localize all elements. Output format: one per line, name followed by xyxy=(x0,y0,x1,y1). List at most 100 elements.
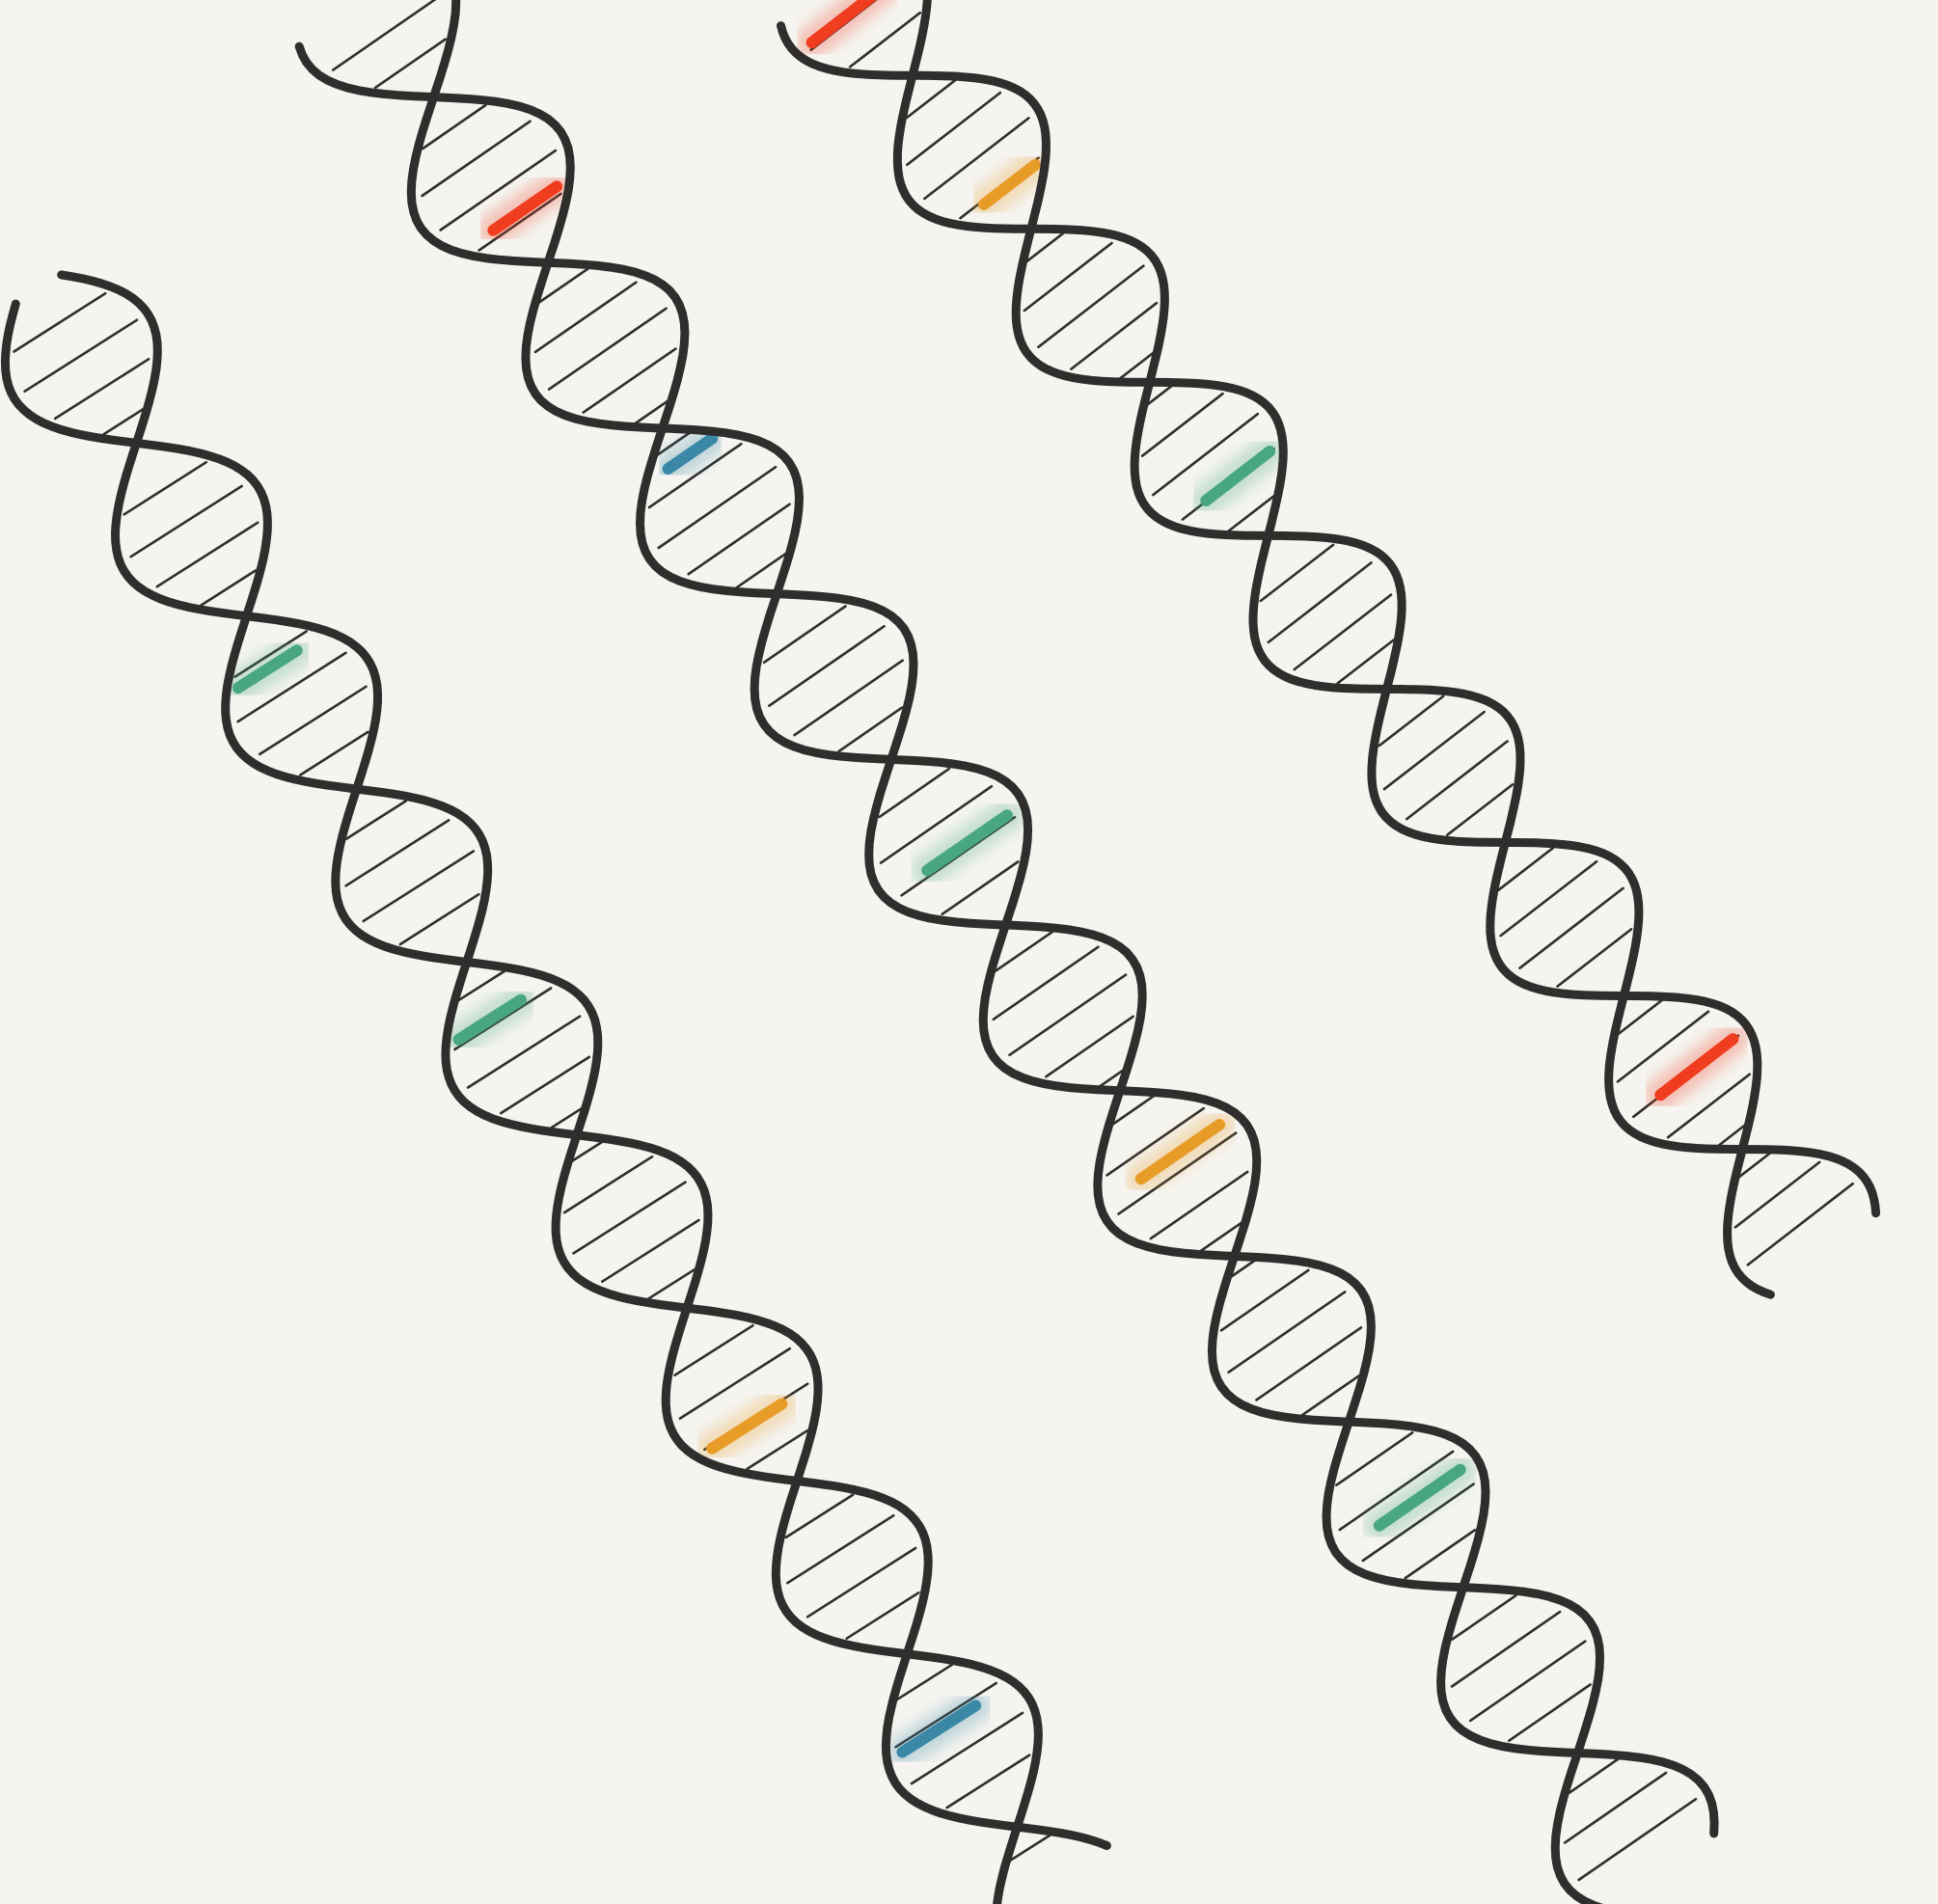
base-pair-rung xyxy=(1450,1610,1562,1688)
base-pair-rung xyxy=(1567,1757,1620,1795)
base-pair-rung xyxy=(1715,1123,1748,1149)
base-pair-rung xyxy=(1404,1529,1477,1580)
base-pair-rung xyxy=(845,1591,920,1640)
base-pair-rung xyxy=(1149,1170,1249,1240)
base-pair-rung xyxy=(1227,1291,1347,1374)
base-pair-rung xyxy=(784,1493,855,1539)
highlighted-base-pair xyxy=(1373,1463,1466,1532)
base-pair-rung xyxy=(1070,301,1159,370)
base-pair-rung xyxy=(548,1106,585,1130)
base-pair-rung xyxy=(344,800,408,840)
backbone-strand-a xyxy=(0,299,1111,1850)
base-pair-rung xyxy=(129,484,243,558)
backbone-strand-a xyxy=(294,41,1719,1838)
base-pair-rung xyxy=(905,78,957,120)
base-pair-rung xyxy=(456,969,506,1002)
base-pair-rung xyxy=(945,1754,1031,1809)
base-pair-rung xyxy=(734,552,787,589)
base-pair-rung xyxy=(123,460,208,516)
base-pair-rung xyxy=(100,407,146,437)
backbone-strand-b xyxy=(892,0,1881,1218)
base-pair-rung xyxy=(53,357,150,421)
base-pair-rung xyxy=(466,1015,582,1089)
base-pair-rung xyxy=(878,767,951,819)
base-pair-rung xyxy=(398,892,480,946)
base-pair-rung xyxy=(785,1514,895,1585)
base-pair-rung xyxy=(1336,639,1395,685)
base-pair-rung xyxy=(1024,231,1066,264)
base-pair-rung xyxy=(362,850,476,923)
highlighted-base-pair xyxy=(921,809,1013,877)
base-pair-rung xyxy=(1023,241,1113,313)
base-pair-rung xyxy=(1140,392,1224,458)
highlighted-base-pair xyxy=(662,432,719,476)
base-pair-rung xyxy=(762,605,847,665)
base-pair-rung xyxy=(1617,998,1664,1036)
base-pair-rung xyxy=(344,819,450,887)
helix-left xyxy=(0,270,1111,1904)
base-pair-rung xyxy=(678,1346,792,1420)
base-pair-rung xyxy=(1037,264,1145,349)
base-pair-rung xyxy=(673,1324,754,1376)
base-pair-rung xyxy=(1616,1010,1710,1083)
base-pair-rung xyxy=(1152,412,1260,497)
base-pair-rung xyxy=(1406,740,1509,821)
base-pair-rung xyxy=(373,38,448,90)
base-pair-rung xyxy=(632,398,670,426)
base-pair-rung xyxy=(1255,1326,1363,1401)
base-pair-rung xyxy=(1746,1182,1854,1266)
base-pair-rung xyxy=(1451,1594,1517,1641)
helix-right xyxy=(777,0,1881,1299)
highlighted-base-pair xyxy=(232,644,303,694)
base-pair-rung xyxy=(439,149,558,231)
base-pair-rung xyxy=(646,1267,697,1301)
base-pair-rung xyxy=(23,318,139,394)
base-pair-rung xyxy=(647,442,743,509)
base-pair-rung xyxy=(533,281,638,354)
helices-layer xyxy=(0,0,1881,1904)
highlighted-base-pair xyxy=(452,993,527,1046)
base-pair-rung xyxy=(1267,561,1373,644)
base-pair-rung xyxy=(200,568,258,607)
base-pair-rung xyxy=(499,1055,591,1115)
base-pair-rung xyxy=(1117,350,1156,381)
base-pair-rung xyxy=(1361,1482,1475,1563)
base-pair-rung xyxy=(13,291,107,353)
base-pair-rung xyxy=(1008,1833,1052,1863)
highlighted-base-pair xyxy=(805,0,877,49)
base-pair-rung xyxy=(905,91,1002,167)
base-pair-rung xyxy=(582,347,677,414)
base-pair-rung xyxy=(910,1711,1024,1785)
base-pair-rung xyxy=(1045,1015,1134,1078)
base-pair-rung xyxy=(687,503,791,576)
base-pair-rung xyxy=(1499,859,1598,938)
base-pair-rung xyxy=(1335,1431,1414,1486)
base-pair-rung xyxy=(1446,783,1515,837)
base-pair-rung xyxy=(298,730,369,776)
base-pair-rung xyxy=(1144,383,1175,408)
base-pair-rung xyxy=(848,12,922,68)
highlighted-base-pair xyxy=(1200,446,1276,506)
base-pair-rung xyxy=(236,651,347,723)
base-pair-rung xyxy=(657,465,778,550)
base-pair-rung xyxy=(569,1139,606,1163)
backbone-strand-b xyxy=(57,270,1043,1904)
base-pair-rung xyxy=(1300,1374,1360,1417)
base-pair-rung xyxy=(547,307,668,391)
base-pair-rung xyxy=(421,103,487,150)
base-pair-rung xyxy=(572,1181,687,1255)
base-pair-rung xyxy=(1518,886,1624,970)
base-pair-rung xyxy=(1556,928,1633,988)
base-pair-rung xyxy=(1110,1094,1157,1127)
base-pair-rung xyxy=(1219,1268,1310,1332)
base-pair-rung xyxy=(793,659,905,737)
base-pair-rung xyxy=(1736,1151,1773,1180)
base-pair-rung xyxy=(1008,973,1128,1057)
base-pair-rung xyxy=(879,784,994,864)
base-pair-rung xyxy=(1563,1771,1668,1844)
base-pair-rung xyxy=(600,1218,700,1283)
highlighted-base-pair xyxy=(706,1398,788,1455)
base-pair-rung xyxy=(922,117,1030,201)
